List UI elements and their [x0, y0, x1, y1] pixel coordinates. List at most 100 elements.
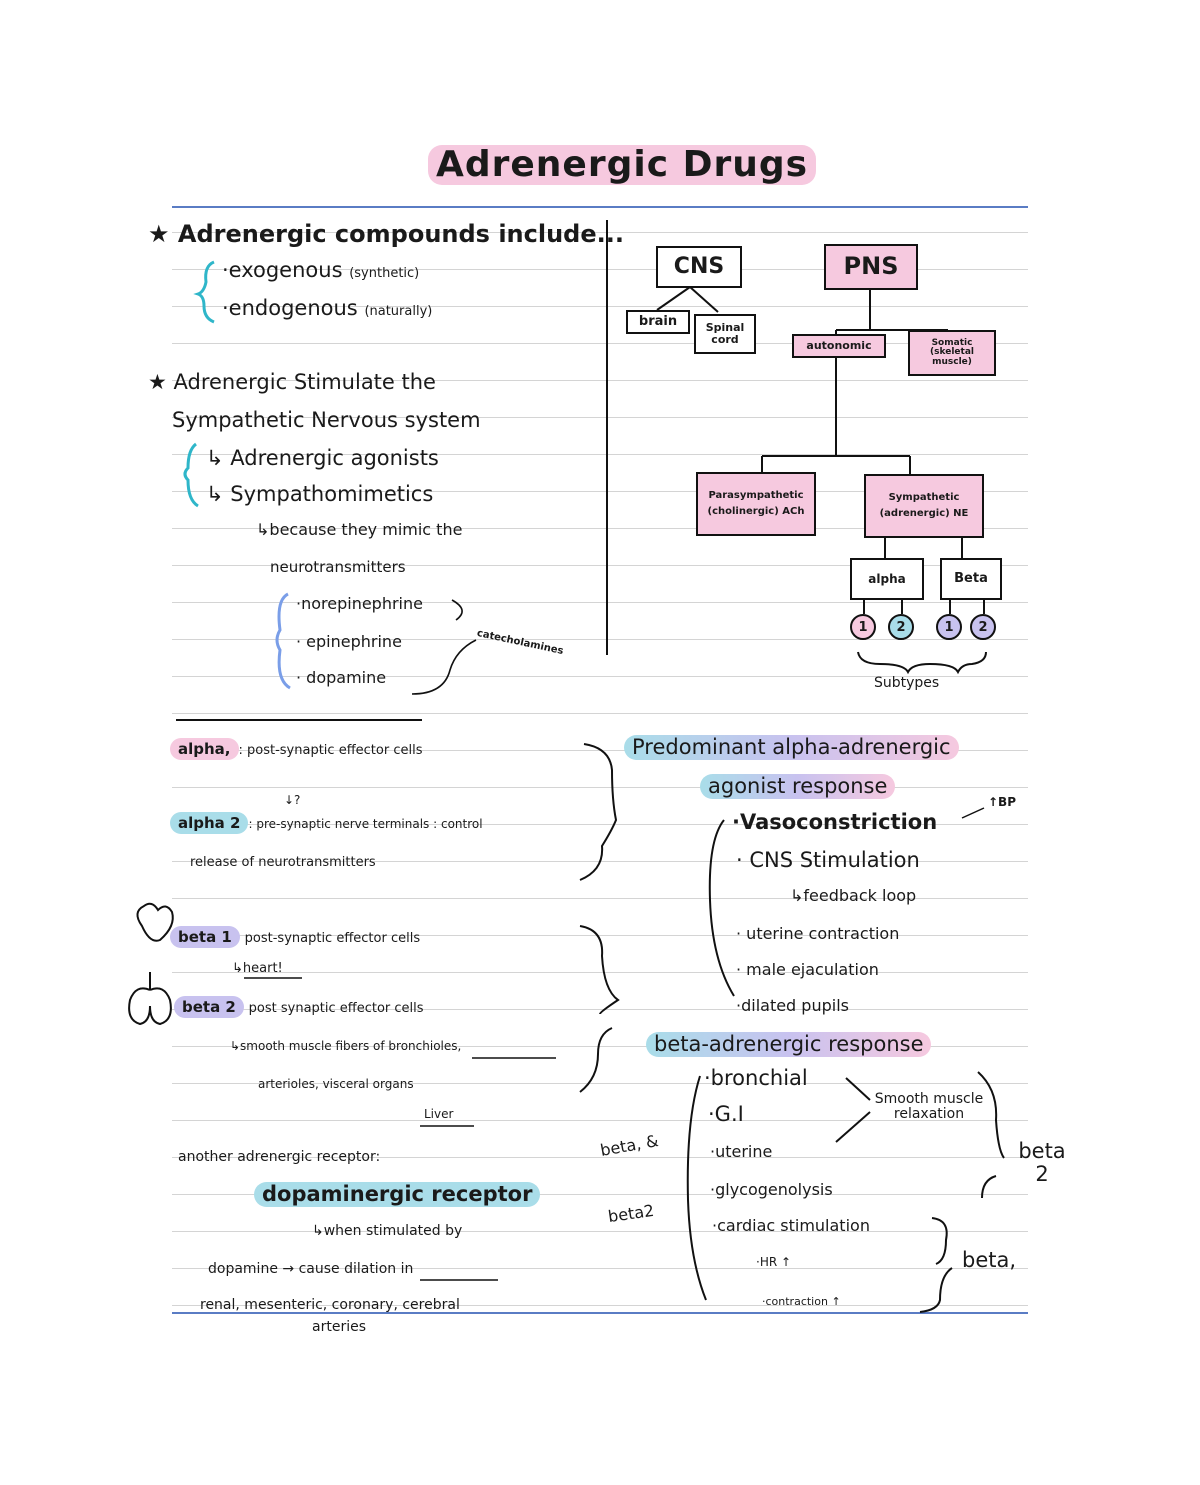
dopaminergic-receptor: dopaminergic receptor	[254, 1182, 541, 1207]
ruled-line	[172, 602, 1028, 603]
ruled-line	[172, 935, 1028, 936]
beta-item-uterine: ·uterine	[710, 1142, 773, 1161]
another-receptor: another adrenergic receptor:	[178, 1149, 381, 1165]
ruled-line	[172, 232, 1028, 233]
ruled-line	[172, 1268, 1028, 1269]
hr-note: ·HR ↑	[756, 1255, 792, 1269]
beta2-side-label: beta 2	[1018, 1139, 1066, 1187]
ruled-line	[172, 417, 1028, 418]
spinal-cord-box: Spinal cord	[694, 314, 756, 354]
ruled-line	[172, 565, 1028, 566]
dopamine-line: dopamine → cause dilation in	[208, 1261, 414, 1277]
ruled-lines	[172, 210, 1028, 1310]
ruled-line	[172, 1231, 1028, 1232]
alpha-item-cns: · CNS Stimulation	[736, 848, 920, 872]
ruled-line	[172, 1083, 1028, 1084]
arteries-word: arteries	[312, 1319, 366, 1335]
page-title: Adrenergic Drugs	[428, 145, 817, 185]
ruled-line	[172, 269, 1028, 270]
heart-icon	[136, 902, 174, 942]
ruled-line	[172, 306, 1028, 307]
brace-exo-endo	[193, 260, 215, 324]
beta-item-cardiac: ·cardiac stimulation	[712, 1216, 870, 1235]
cns-box: CNS	[656, 246, 742, 288]
ruled-line	[172, 343, 1028, 344]
beta-item-bronchial: ·bronchial	[704, 1066, 808, 1090]
pns-box: PNS	[824, 244, 918, 290]
when-stimulated: ↳when stimulated by	[312, 1223, 463, 1239]
beta-item-gi: ·G.I	[708, 1102, 744, 1126]
ruled-line	[172, 676, 1028, 677]
liver-note: Liver	[424, 1107, 454, 1121]
feedback-loop: ↳feedback loop	[790, 886, 917, 905]
ruled-line	[172, 1194, 1028, 1195]
beta1-note: ↳heart!	[232, 961, 283, 976]
ruled-line	[172, 713, 1028, 714]
somatic-box: Somatic (skeletal muscle)	[908, 330, 996, 376]
ruled-line	[172, 787, 1028, 788]
brain-box: brain	[626, 310, 690, 334]
ruled-line	[172, 824, 1028, 825]
subtypes-label: Subtypes	[874, 675, 940, 691]
beta1-circle: 1	[936, 614, 962, 640]
neurotransmitters-line: neurotransmitters	[270, 558, 406, 576]
alpha-response-heading2: agonist response	[700, 774, 896, 799]
bp-note: ↑BP	[988, 795, 1016, 809]
subtypes-brace	[857, 651, 987, 675]
sympathomimetics-line: ↳ Sympathomimetics	[206, 482, 434, 506]
arteries-line: renal, mesenteric, coronary, cerebral	[200, 1297, 460, 1313]
catecholamines-curve	[411, 639, 477, 695]
compounds-heading: ★ Adrenergic compounds include...	[148, 220, 624, 248]
compounds-heading-text: Adrenergic compounds include...	[177, 220, 624, 248]
endogenous-item: ·endogenous (naturally)	[222, 296, 433, 320]
alpha-item-ejaculation: · male ejaculation	[736, 960, 879, 979]
beta2-circle: 2	[970, 614, 996, 640]
ruled-line	[172, 380, 1028, 381]
nt-norepinephrine: ·norepinephrine	[296, 594, 423, 613]
smooth-muscle-note: Smooth muscle relaxation	[874, 1091, 984, 1123]
alpha-box: alpha	[850, 558, 924, 600]
ruled-line	[172, 454, 1028, 455]
ruled-line	[172, 972, 1028, 973]
alpha-item-uterine: · uterine contraction	[736, 924, 900, 943]
ruled-line	[172, 528, 1028, 529]
exogenous-item: ·exogenous (synthetic)	[222, 258, 420, 282]
autonomic-box: autonomic	[792, 334, 886, 358]
alpha2-row: alpha 2: pre-synaptic nerve terminals : …	[170, 812, 483, 834]
nt-dopamine: · dopamine	[296, 668, 387, 687]
alpha2-circle: 2	[888, 614, 914, 640]
nt-epinephrine: · epinephrine	[296, 632, 402, 651]
sympathetic-box: Sympathetic (adrenergic) NE	[864, 474, 984, 538]
stimulate-line1: ★ Adrenergic Stimulate the	[148, 370, 436, 394]
stimulate-line2: Sympathetic Nervous system	[172, 408, 481, 432]
ruled-line	[172, 491, 1028, 492]
because-line: ↳because they mimic the	[256, 520, 463, 539]
ruled-line	[172, 898, 1028, 899]
ruled-line	[172, 1305, 1028, 1306]
lungs-icon	[128, 972, 172, 1026]
beta1-row: beta 1 post-synaptic effector cells	[170, 926, 420, 948]
alpha2-text2: release of neurotransmitters	[190, 855, 376, 870]
brace-neurotransmitters	[275, 592, 291, 690]
ruled-line	[172, 1120, 1028, 1121]
alpha-item-vasoconstriction: ·Vasoconstriction	[732, 810, 938, 834]
beta-box: Beta	[940, 558, 1002, 600]
alpha2-note: ↓?	[284, 793, 301, 807]
bottom-rule	[172, 1312, 1028, 1314]
ruled-line	[172, 1157, 1028, 1158]
alpha1-circle: 1	[850, 614, 876, 640]
beta-response-heading: beta-adrenergic response	[646, 1032, 932, 1057]
ruled-line	[172, 1009, 1028, 1010]
beta2-note2: arterioles, visceral organs	[258, 1077, 414, 1091]
contraction-note: ·contraction ↑	[762, 1295, 841, 1308]
ruled-line	[172, 639, 1028, 640]
alpha-response-heading1: Predominant alpha-adrenergic	[624, 735, 959, 760]
beta2-row: beta 2 post synaptic effector cells	[174, 996, 424, 1018]
top-rule	[172, 206, 1028, 208]
alpha1-row: alpha,: post-synaptic effector cells	[170, 738, 422, 760]
ruled-line	[172, 1046, 1028, 1047]
brace-agonists	[183, 442, 199, 508]
agonists-line: ↳ Adrenergic agonists	[206, 446, 439, 470]
